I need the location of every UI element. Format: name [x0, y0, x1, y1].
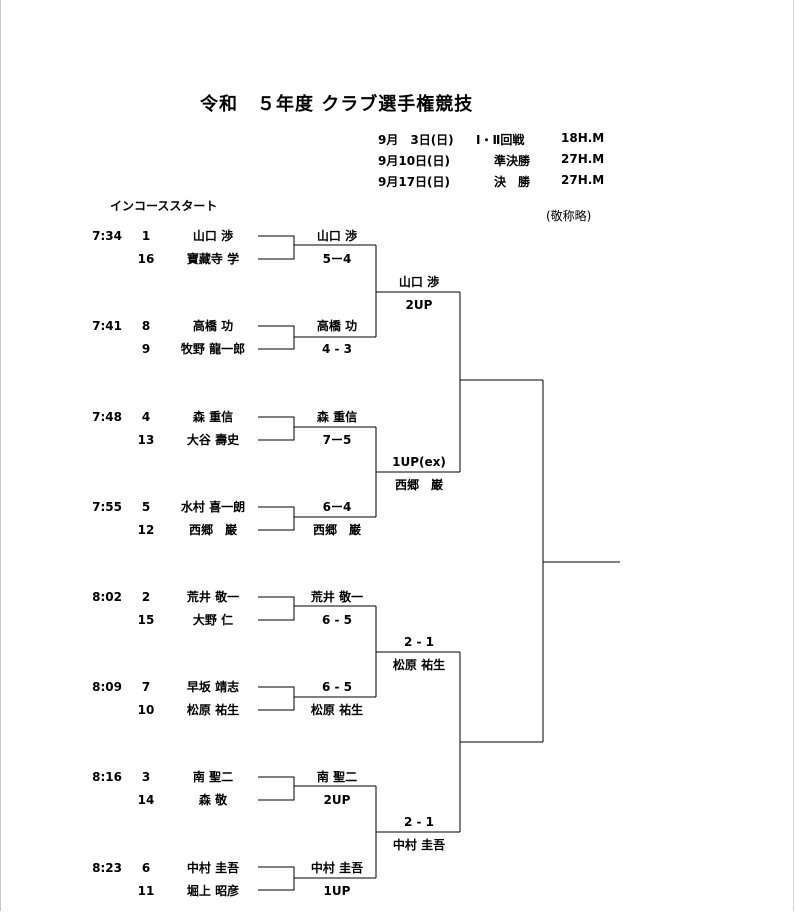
- round2-winner: 中村 圭吾: [392, 838, 446, 852]
- bracket-line: [258, 506, 295, 531]
- match-score: 4 - 3: [321, 342, 353, 356]
- match-winner: 松原 祐生: [310, 703, 364, 717]
- round2-score: 2 - 1: [403, 635, 435, 649]
- tee-time: 8:23: [92, 861, 122, 875]
- schedule-holes: 27H.M: [561, 173, 605, 187]
- match-winner: 南 聖二: [316, 770, 358, 784]
- seed-number: 7: [141, 680, 151, 694]
- match-score: 5ー4: [322, 252, 352, 266]
- round2-score: 2 - 1: [403, 815, 435, 829]
- player-name: 山口 渉: [192, 229, 234, 243]
- schedule-round: Ⅰ・Ⅱ回戦: [476, 133, 525, 147]
- player-name: 高橋 功: [192, 319, 234, 333]
- match-score: 7ー5: [322, 433, 352, 447]
- honorific-note: (敬称略): [546, 209, 592, 223]
- player-name: 中村 圭吾: [186, 861, 240, 875]
- seed-number: 11: [137, 884, 155, 898]
- seed-number: 12: [137, 523, 155, 537]
- player-name: 荒井 敬一: [186, 590, 240, 604]
- tee-time: 8:16: [92, 770, 122, 784]
- player-name: 森 敬: [198, 793, 228, 807]
- seed-number: 15: [137, 613, 155, 627]
- player-name: 西郷 巌: [188, 523, 237, 537]
- match-winner: 山口 渉: [316, 229, 358, 243]
- tee-time: 8:02: [92, 590, 122, 604]
- round2-winner: 西郷 巌: [394, 478, 443, 492]
- match-winner: 西郷 巌: [312, 523, 361, 537]
- match-winner: 高橋 功: [316, 319, 358, 333]
- round2-winner: 松原 祐生: [392, 658, 446, 672]
- player-name: 大野 仁: [192, 613, 234, 627]
- player-name: 水村 喜一朗: [180, 500, 246, 514]
- match-score: 2UP: [323, 793, 351, 807]
- player-name: 堀上 昭彦: [186, 884, 240, 898]
- seed-number: 6: [141, 861, 151, 875]
- seed-number: 14: [137, 793, 155, 807]
- player-name: 牧野 龍一郎: [180, 342, 246, 356]
- tee-time: 8:09: [92, 680, 122, 694]
- match-score: 6ー4: [322, 500, 352, 514]
- bracket-line: [258, 686, 295, 711]
- match-score: 1UP: [323, 884, 351, 898]
- round2-score: 2UP: [405, 298, 433, 312]
- seed-number: 3: [141, 770, 151, 784]
- seed-number: 9: [141, 342, 151, 356]
- seed-number: 10: [137, 703, 155, 717]
- bracket-line: [258, 235, 295, 260]
- player-name: 早坂 靖志: [186, 680, 240, 694]
- match-winner: 荒井 敬一: [310, 590, 364, 604]
- bracket-line: [258, 776, 295, 801]
- seed-number: 4: [141, 410, 151, 424]
- match-winner: 中村 圭吾: [310, 861, 364, 875]
- schedule-holes: 27H.M: [561, 152, 605, 166]
- seed-number: 1: [141, 229, 151, 243]
- tee-time: 7:34: [92, 229, 122, 243]
- round2-score: 1UP(ex): [392, 455, 446, 469]
- seed-number: 5: [141, 500, 151, 514]
- schedule-round: 決 勝: [494, 175, 531, 189]
- seed-number: 2: [141, 590, 151, 604]
- seed-number: 13: [137, 433, 155, 447]
- start-note: インコーススタート: [110, 199, 218, 213]
- match-score: 6 - 5: [321, 680, 353, 694]
- match-score: 6 - 5: [321, 613, 353, 627]
- page-title: 令和 ５年度 クラブ選手権競技: [200, 94, 474, 115]
- bracket-line: [258, 416, 295, 441]
- tee-time: 7:41: [92, 319, 122, 333]
- schedule-date: 9月10日(日): [378, 154, 451, 168]
- match-winner: 森 重信: [316, 410, 358, 424]
- tee-time: 7:55: [92, 500, 122, 514]
- seed-number: 8: [141, 319, 151, 333]
- player-name: 大谷 壽史: [186, 433, 240, 447]
- player-name: 松原 祐生: [186, 703, 240, 717]
- bracket-line: [258, 596, 295, 621]
- schedule-date: 9月17日(日): [378, 175, 451, 189]
- player-name: 寶藏寺 学: [186, 252, 240, 266]
- tee-time: 7:48: [92, 410, 122, 424]
- schedule-date: 9月 3日(日): [378, 133, 454, 147]
- player-name: 森 重信: [192, 410, 234, 424]
- schedule-holes: 18H.M: [561, 131, 605, 145]
- player-name: 南 聖二: [192, 770, 234, 784]
- seed-number: 16: [137, 252, 155, 266]
- schedule-round: 準決勝: [494, 154, 531, 168]
- round2-winner: 山口 渉: [398, 275, 440, 289]
